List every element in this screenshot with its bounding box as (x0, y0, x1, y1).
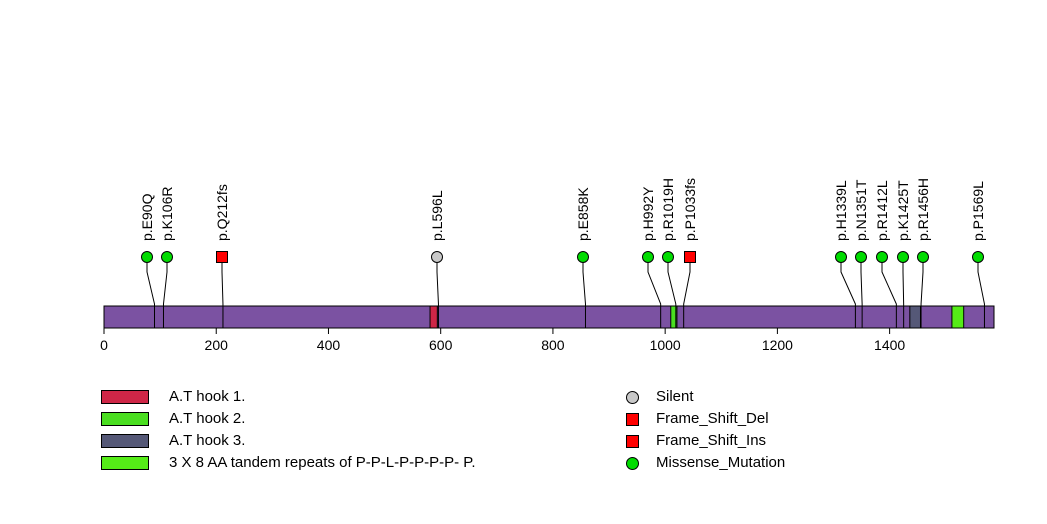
frame-shift-del-label: Frame_Shift_Del (656, 410, 769, 427)
mutation-stem (920, 262, 924, 328)
mutation-marker-missense_mutation (141, 251, 153, 263)
mutation-label: p.P1033fs (682, 178, 698, 241)
mutation-label: p.L596L (429, 190, 445, 241)
missense-marker-icon (626, 456, 639, 470)
mutation-stem (860, 262, 863, 328)
axis-tick-label: 1000 (650, 337, 681, 353)
mutation-type-legend: Silent Frame_Shift_Del Frame_Shift_Ins M… (626, 386, 785, 474)
mutation-marker-missense_mutation (897, 251, 909, 263)
mutation-marker-missense_mutation (917, 251, 929, 263)
mutation-label: p.E90Q (139, 193, 155, 241)
axis-tick-label: 600 (429, 337, 453, 353)
protein-bar (103, 305, 995, 329)
axis-tick-label: 400 (317, 337, 341, 353)
mutation-stem (881, 262, 897, 328)
domain-2-swatch (101, 412, 149, 426)
mutation-stem (667, 262, 677, 328)
silent-marker-icon (626, 390, 639, 404)
mutation-stem (683, 262, 691, 328)
mutation-stem (977, 262, 985, 328)
legend-item-domain-1: A.T hook 1. (101, 386, 476, 408)
mutation-marker-missense_mutation (642, 251, 654, 263)
mutation-stem (162, 262, 168, 328)
mutation-label: p.P1569L (970, 181, 986, 241)
mutation-label: p.R1456H (915, 178, 931, 241)
domain-1-swatch (101, 390, 149, 404)
mutation-label: p.N1351T (853, 179, 869, 241)
mutation-marker-missense_mutation (577, 251, 589, 263)
mutation-stem (146, 262, 156, 328)
mutation-label: p.H992Y (640, 186, 656, 241)
mutation-label: p.K106R (159, 187, 175, 241)
mutation-label: p.K1425T (895, 180, 911, 241)
mutation-marker-missense_mutation (855, 251, 867, 263)
domain-4-label: 3 X 8 AA tandem repeats of P-P-L-P-P-P-P… (169, 454, 476, 471)
domain-2-label: A.T hook 2. (169, 410, 246, 427)
domain-band-1 (429, 305, 438, 329)
legend-item-missense: Missense_Mutation (626, 452, 785, 474)
mutation-stem (647, 262, 662, 328)
mutation-label: p.R1019H (660, 178, 676, 241)
mutation-stem (221, 262, 224, 328)
mutation-marker-missense_mutation (161, 251, 173, 263)
mutation-stem (582, 262, 586, 328)
axis-tick-label: 800 (541, 337, 565, 353)
frame-shift-ins-marker-icon (626, 434, 639, 448)
axis-tick-label: 200 (205, 337, 229, 353)
legend-item-domain-3: A.T hook 3. (101, 430, 476, 452)
mutation-marker-frame_shift (216, 251, 228, 263)
domain-4-swatch (101, 456, 149, 470)
domain-band-2 (670, 305, 678, 329)
domain-1-label: A.T hook 1. (169, 388, 246, 405)
missense-label: Missense_Mutation (656, 454, 786, 471)
silent-label: Silent (656, 388, 694, 405)
mutation-marker-missense_mutation (972, 251, 984, 263)
mutation-marker-silent (431, 251, 443, 263)
mutation-label: p.R1412L (874, 180, 890, 241)
axis-tick-label: 1400 (874, 337, 905, 353)
mutation-stem (840, 262, 856, 328)
mutation-marker-frame_shift (684, 251, 696, 263)
legend-item-frame-shift-ins: Frame_Shift_Ins (626, 430, 785, 452)
mutation-marker-missense_mutation (662, 251, 674, 263)
frame-shift-del-marker-icon (626, 412, 639, 426)
mutation-marker-missense_mutation (835, 251, 847, 263)
mutation-stem (902, 262, 905, 328)
axis-tick-label: 0 (100, 337, 108, 353)
domain-band-4 (951, 305, 965, 329)
legend-item-frame-shift-del: Frame_Shift_Del (626, 408, 785, 430)
mutation-label: p.E858K (575, 187, 591, 241)
domain-legend: A.T hook 1. A.T hook 2. A.T hook 3. 3 X … (101, 386, 476, 474)
axis-tick-label: 1200 (762, 337, 793, 353)
domain-3-swatch (101, 434, 149, 448)
domain-band-3 (909, 305, 921, 329)
legend-item-domain-2: A.T hook 2. (101, 408, 476, 430)
mutation-stem (436, 262, 439, 328)
domain-3-label: A.T hook 3. (169, 432, 246, 449)
mutation-label: p.H1339L (833, 180, 849, 241)
mutation-marker-missense_mutation (876, 251, 888, 263)
legend-item-silent: Silent (626, 386, 785, 408)
mutation-label: p.Q212fs (214, 184, 230, 241)
frame-shift-ins-label: Frame_Shift_Ins (656, 432, 767, 449)
legend-item-domain-4: 3 X 8 AA tandem repeats of P-P-L-P-P-P-P… (101, 452, 476, 474)
